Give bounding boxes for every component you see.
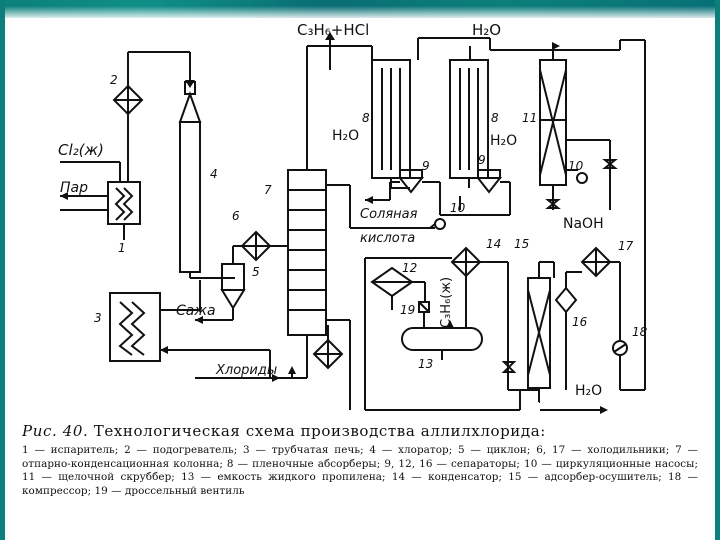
separator-9-right bbox=[475, 169, 503, 194]
film-absorber-left bbox=[371, 59, 411, 179]
tube-furnace-unit bbox=[109, 292, 161, 362]
unit-number: 3 bbox=[94, 311, 102, 325]
heater-unit bbox=[112, 84, 144, 116]
cyclone-unit bbox=[220, 263, 246, 310]
alkaline-scrubber bbox=[539, 59, 567, 186]
figure-title: Технологическая схема производства аллил… bbox=[93, 422, 546, 440]
unit-number: 6 bbox=[232, 209, 240, 223]
label-steam: Пар bbox=[60, 180, 88, 196]
unit-number: 10 bbox=[568, 159, 584, 173]
process-flow-scheme: C₃H₆+HCl H₂O Cl₂(ж) Пар H₂O H₂O Соляная … bbox=[58, 21, 648, 414]
label-water-absorber-right: H₂O bbox=[490, 133, 517, 149]
unit-number: 18 bbox=[632, 325, 648, 339]
pump-10-right bbox=[576, 172, 588, 184]
label-chlorine-liquid: Cl₂(ж) bbox=[58, 141, 104, 159]
label-water-out: H₂O bbox=[575, 383, 602, 399]
unit-number: 16 bbox=[572, 315, 588, 329]
unit-number: 13 bbox=[418, 357, 433, 371]
adsorber-dryer bbox=[527, 277, 551, 389]
unit-number-labels: 1 2 3 4 5 6 7 8 8 9 9 10 10 11 12 13 14 … bbox=[94, 73, 648, 371]
label-propylene-hcl: C₃H₆+HCl bbox=[297, 21, 369, 39]
unit-number: 17 bbox=[618, 239, 634, 253]
unit-number: 14 bbox=[486, 237, 501, 251]
separator-16 bbox=[554, 286, 578, 314]
label-naoh: NaOH bbox=[563, 216, 604, 232]
unit-number: 1 bbox=[118, 241, 126, 255]
separator-9-left bbox=[397, 169, 425, 194]
label-water-absorber-left: H₂O bbox=[332, 128, 359, 144]
pump-10-mid bbox=[434, 218, 446, 230]
figure-caption: Рис. 40. Технологическая схема производс… bbox=[22, 422, 702, 442]
cooler-17-unit bbox=[580, 246, 612, 278]
cooler-6-unit bbox=[240, 230, 272, 262]
label-water-top: H₂O bbox=[472, 21, 501, 39]
unit-number: 15 bbox=[514, 237, 529, 251]
unit-number: 12 bbox=[402, 261, 417, 275]
evaporator-unit bbox=[107, 181, 141, 240]
label-soot: Сажа bbox=[176, 303, 216, 319]
label-hydrochloric-acid-line1: Соляная bbox=[360, 207, 418, 222]
unit-number: 11 bbox=[522, 111, 537, 125]
chlorinator-unit bbox=[178, 81, 202, 273]
throttle-valve bbox=[418, 301, 430, 313]
unit-number: 10 bbox=[450, 201, 466, 215]
condenser-unit bbox=[450, 246, 482, 278]
stripping-condensation-column bbox=[287, 169, 327, 336]
unit-number: 7 bbox=[264, 183, 272, 197]
compressor-unit bbox=[612, 340, 628, 356]
unit-number: 8 bbox=[362, 111, 370, 125]
label-propylene-liquid: C₃H₆(ж) bbox=[439, 277, 454, 328]
unit-number: 4 bbox=[210, 167, 218, 181]
unit-number: 8 bbox=[491, 111, 499, 125]
flow-arrows bbox=[60, 32, 608, 414]
figure-legend: 1 — испаритель; 2 — подогреватель; 3 — т… bbox=[22, 444, 698, 497]
unit-number: 9 bbox=[478, 153, 486, 167]
label-chlorides: Хлориды bbox=[215, 363, 277, 378]
liquid-propylene-tank bbox=[401, 327, 483, 351]
slide-top-band bbox=[0, 0, 720, 18]
unit-number: 19 bbox=[400, 303, 415, 317]
unit-number: 5 bbox=[252, 265, 260, 279]
unit-number: 9 bbox=[422, 159, 430, 173]
slide-left-border bbox=[0, 0, 5, 540]
slide-right-border bbox=[715, 0, 720, 540]
cooler-bottom-unit bbox=[312, 338, 344, 370]
figure-label: Рис. 40. bbox=[22, 422, 89, 440]
label-hydrochloric-acid-line2: кислота bbox=[360, 231, 415, 246]
unit-number: 2 bbox=[110, 73, 118, 87]
